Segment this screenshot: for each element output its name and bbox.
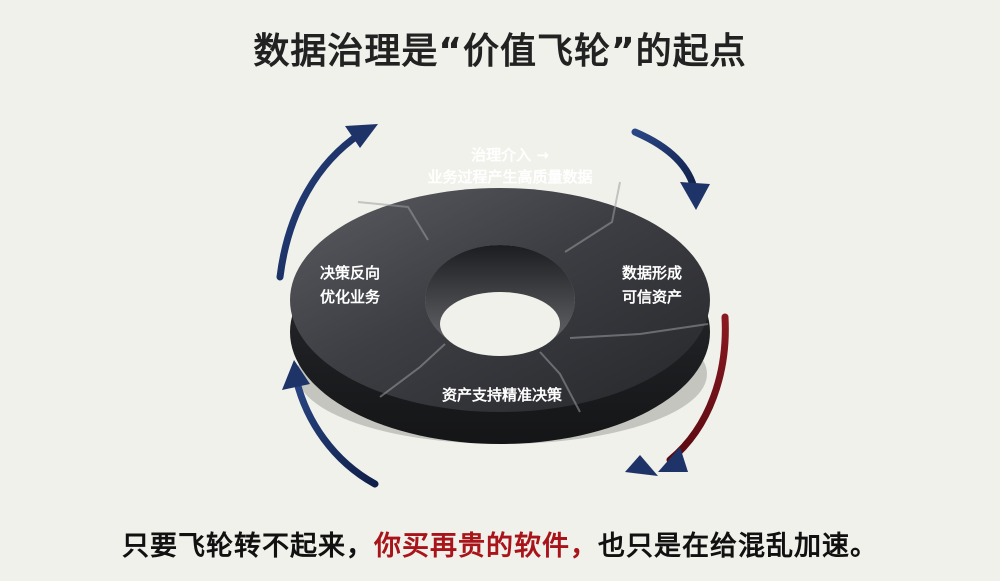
- arrow-top-left: [276, 124, 378, 281]
- segment-left-line1: 决策反向: [320, 264, 380, 282]
- segment-top-line2: 业务过程产生高质量数据: [427, 168, 592, 186]
- segment-top-line1: 治理介入 →: [471, 146, 549, 164]
- caption-part-2: 你买再贵的软件，: [374, 531, 598, 562]
- flywheel-svg: 治理介入 → 业务过程产生高质量数据 数据形成 可信资产 资产支持精准决策 决策…: [276, 124, 729, 488]
- wheel-hole-opening: [440, 292, 560, 356]
- segment-bottom-line1: 资产支持精准决策: [442, 386, 563, 404]
- caption-part-3: 也只是在给混乱加速。: [598, 531, 878, 562]
- arrow-top-right: [631, 128, 710, 210]
- flywheel-diagram: 治理介入 → 业务过程产生高质量数据 数据形成 可信资产 资产支持精准决策 决策…: [240, 112, 760, 492]
- caption-part-1: 只要飞轮转不起来，: [122, 531, 374, 562]
- segment-right-line2: 可信资产: [622, 288, 682, 306]
- arrow-right: [625, 313, 729, 476]
- segment-left-line2: 优化业务: [320, 288, 381, 306]
- segment-right-line1: 数据形成: [622, 264, 682, 282]
- bottom-caption: 只要飞轮转不起来，你买再贵的软件，也只是在给混乱加速。: [0, 524, 1000, 563]
- page-title: 数据治理是“价值飞轮”的起点: [253, 31, 747, 72]
- segment-dividers: [357, 181, 709, 413]
- arrow-bottom-left: [282, 360, 379, 488]
